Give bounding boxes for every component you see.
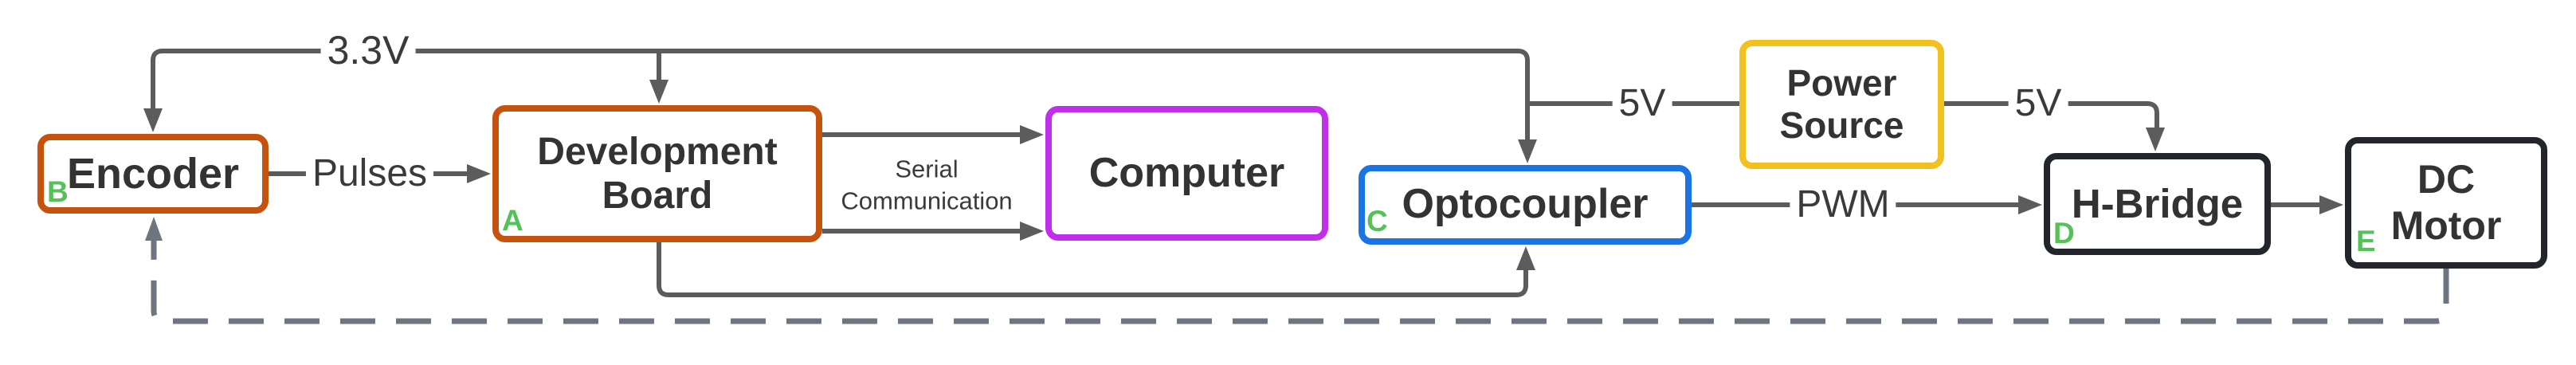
wire-3v3-rail [151,49,1530,141]
wire-devboard-optocoupler [657,242,1528,297]
node-dc-motor-letter-badge: E [2356,225,2376,257]
node-encoder-letter-badge: B [47,175,69,208]
node-power-source-label-line2: Source [1779,104,1904,146]
node-optocoupler-label: Optocoupler [1402,181,1649,228]
wire-5v-right [1944,101,2159,129]
node-computer-label: Computer [1088,149,1285,196]
wire-label-pulses: Pulses [305,153,434,194]
node-dc-motor-label: DC Motor [2391,157,2502,249]
node-dc-motor: DC Motor E [2345,137,2547,269]
arrowhead-into-optocoupler-top [1518,139,1537,163]
wire-label-serial-line1: Serial [895,155,959,183]
arrowhead-feedback-into-encoder [145,217,163,241]
wire-label-3v3: 3.3V [320,29,416,72]
node-h-bridge-label: H-Bridge [2071,180,2244,226]
node-computer: Computer [1045,106,1328,241]
node-development-board-label-line2: Board [602,175,713,217]
arrowhead-serial-bottom [1020,222,1044,241]
wire-label-5v-right: 5V [2008,83,2068,124]
node-h-bridge-letter-badge: D [2053,217,2075,249]
node-development-board-label: Development Board [537,130,777,218]
arrowhead-serial-top [1020,125,1044,144]
node-development-board: Development Board A [492,105,822,242]
wire-label-serial-communication: Serial Communication [841,153,1012,216]
node-power-source-label-line1: Power [1786,62,1897,104]
wire-feedback-dashed [151,239,2449,324]
node-encoder-label: Encoder [66,149,240,198]
node-development-board-label-line1: Development [537,130,778,173]
arrowhead-into-encoder-top [143,108,163,132]
arrowhead-into-hbridge-top [2146,128,2165,151]
node-development-board-letter-badge: A [502,204,523,237]
arrowhead-into-optocoupler-bottom [1516,246,1535,270]
node-optocoupler: Optocoupler C [1359,165,1692,245]
wire-label-5v-left: 5V [1612,83,1672,124]
wire-label-pwm: PWM [1790,184,1896,226]
node-encoder: Encoder B [37,134,269,214]
node-optocoupler-letter-badge: C [1366,205,1388,237]
node-power-source: Power Source [1739,40,1944,169]
arrowhead-pulses [467,164,491,183]
arrowhead-pwm [2018,195,2042,214]
arrowhead-into-devboard-top [649,80,669,104]
wire-label-serial-line2: Communication [841,186,1013,214]
node-power-source-label: Power Source [1780,62,1904,147]
node-dc-motor-label-line2: Motor [2390,202,2502,248]
arrowhead-into-dcmotor [2319,195,2343,214]
node-h-bridge: H-Bridge D [2044,153,2271,255]
node-dc-motor-label-line1: DC [2417,157,2476,202]
